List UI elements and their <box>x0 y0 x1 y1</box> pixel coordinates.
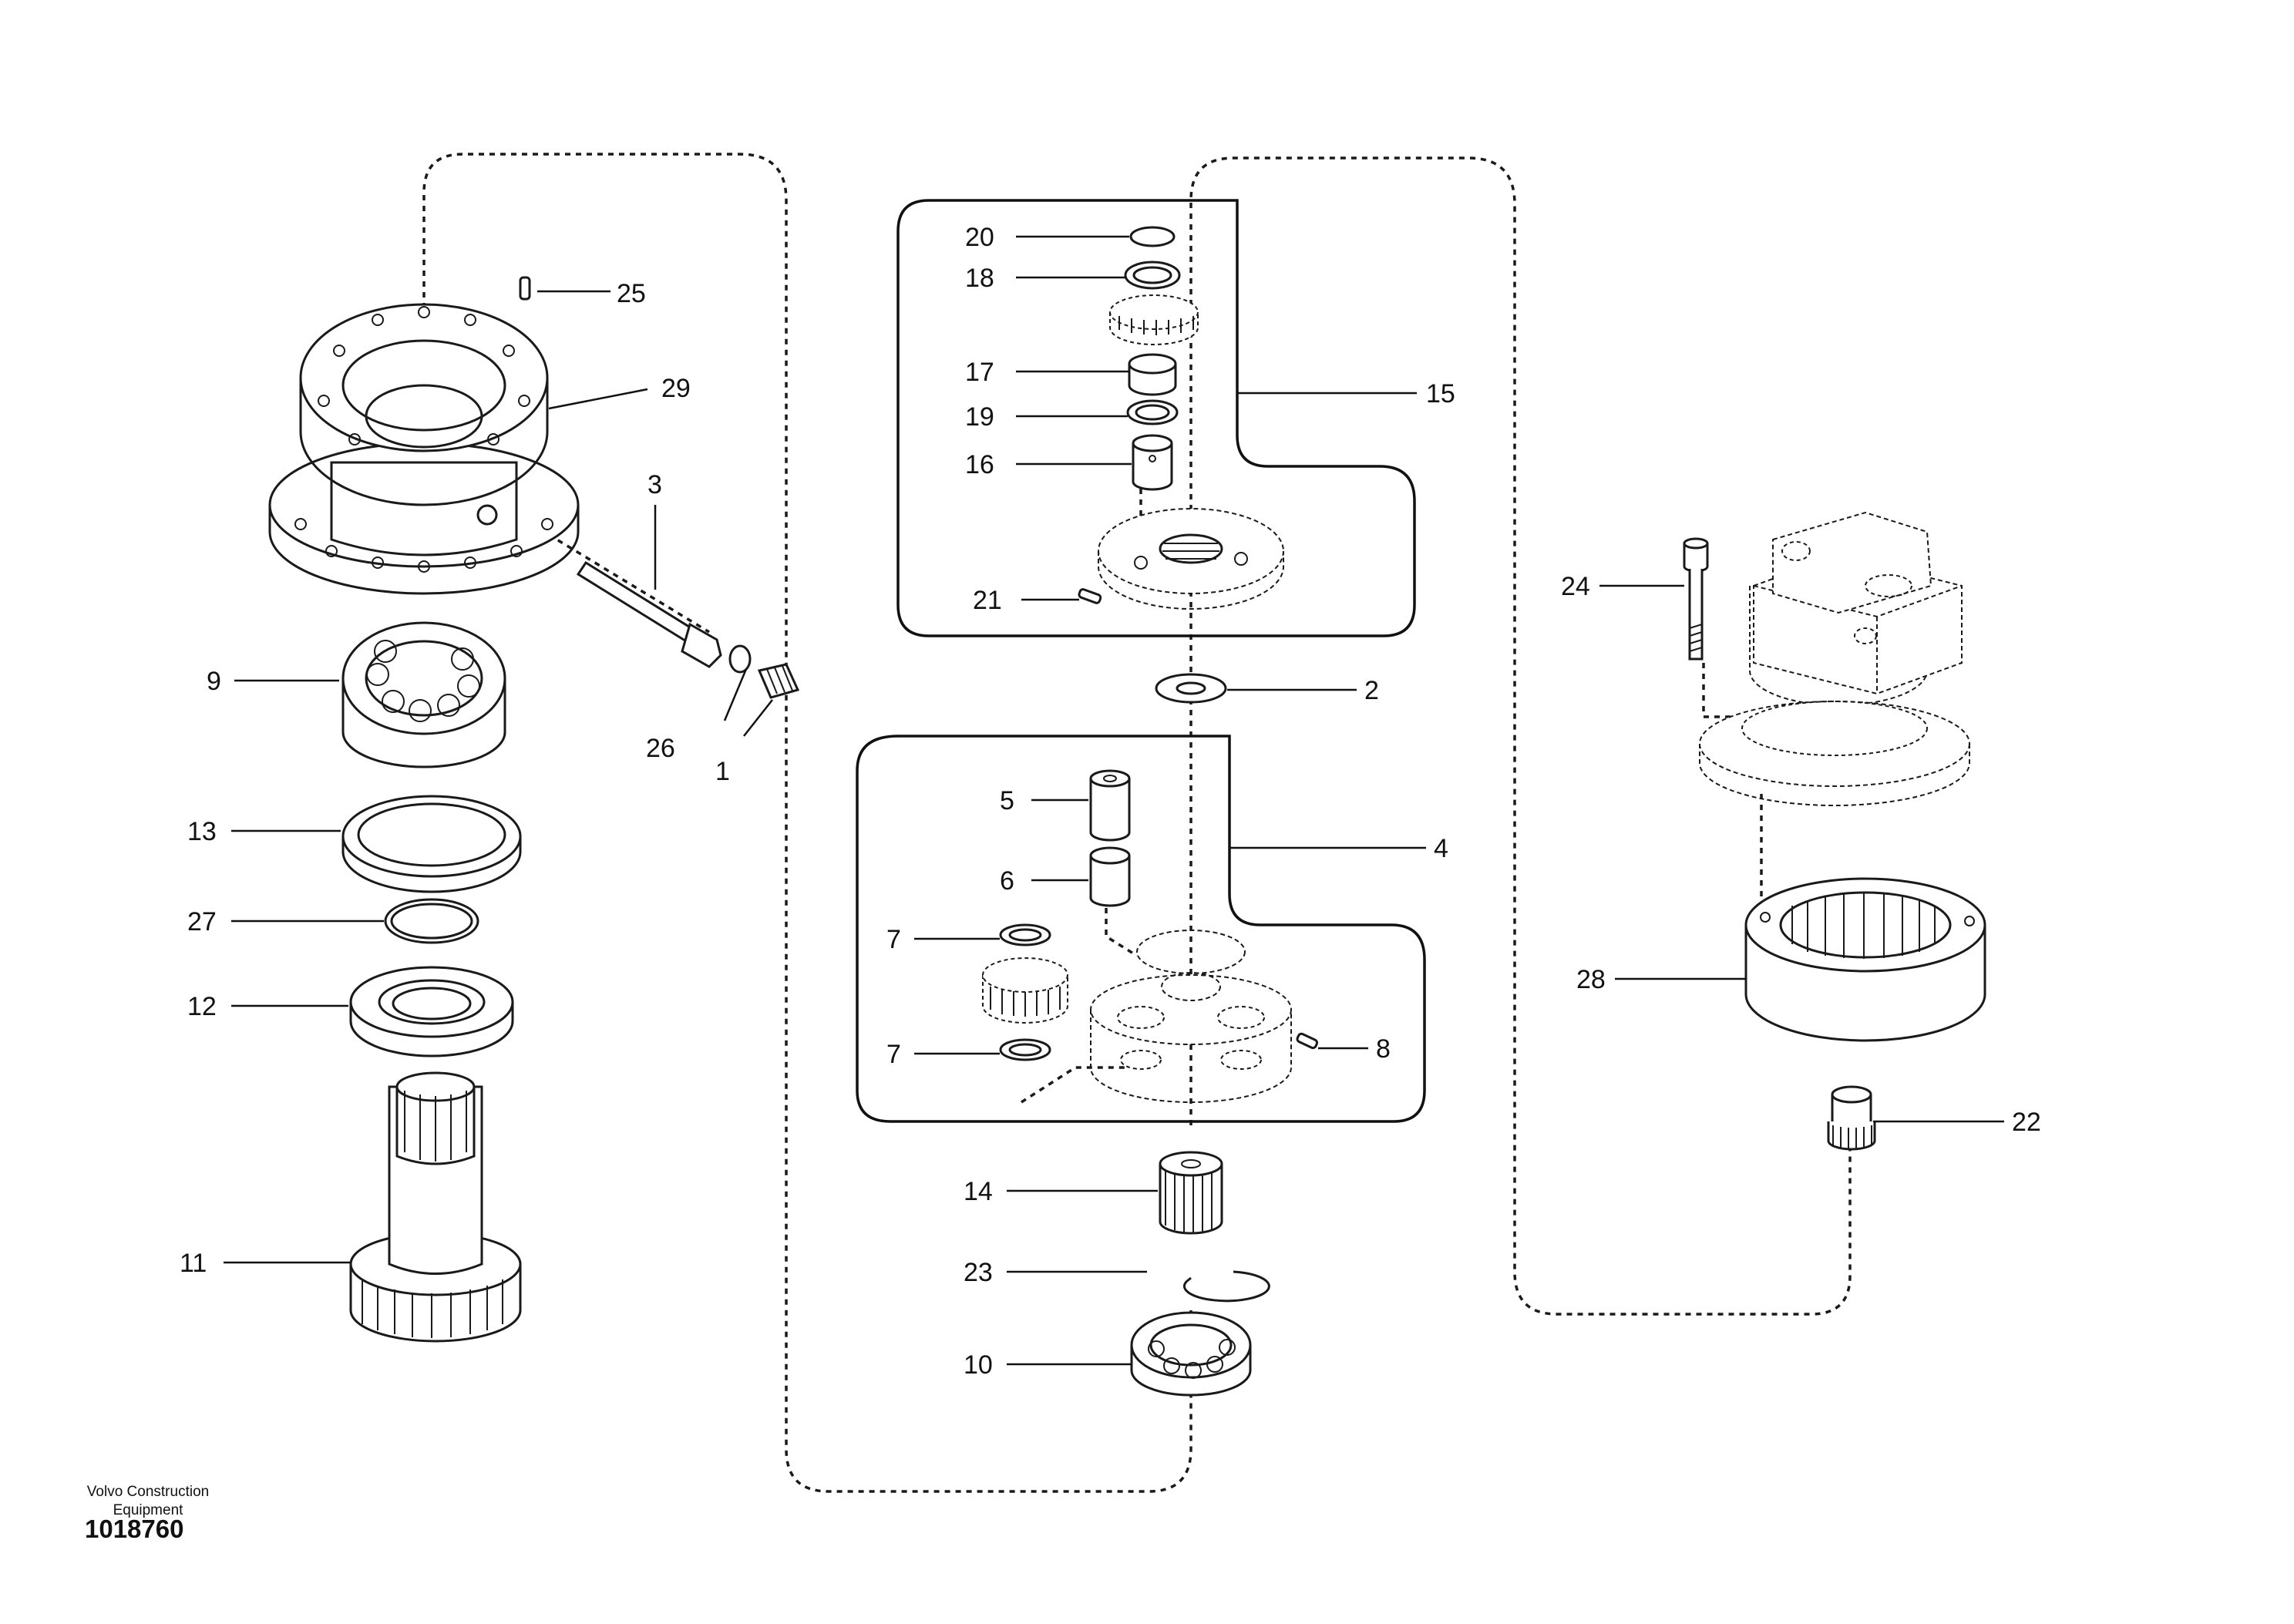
group-box-15 <box>896 199 1416 637</box>
label-11: 11 <box>180 1249 207 1278</box>
shaft-3 <box>576 560 722 668</box>
pin-5 <box>1089 769 1131 842</box>
assembly-path-shaft <box>493 499 710 634</box>
label-13: 13 <box>187 817 217 846</box>
pin-21 <box>1078 588 1102 604</box>
assembly-path-left <box>422 153 1192 1493</box>
carrier-lower <box>1090 930 1292 1103</box>
leader-lines <box>224 235 2004 1366</box>
label-6: 6 <box>1000 866 1014 896</box>
label-29: 29 <box>661 374 691 403</box>
ring-13 <box>341 795 522 893</box>
label-27: 27 <box>187 907 217 936</box>
label-10: 10 <box>964 1350 993 1380</box>
bushing-17 <box>1128 353 1177 396</box>
pin-8 <box>1296 1032 1319 1050</box>
assembly-path-middle <box>1189 156 1852 1316</box>
pinion-shaft-11 <box>349 1071 522 1343</box>
drawing-number: 1018760 <box>85 1515 184 1543</box>
label-5: 5 <box>1000 786 1014 815</box>
pin-25 <box>519 276 531 301</box>
label-20: 20 <box>965 223 994 252</box>
label-23: 23 <box>964 1258 993 1287</box>
assembly-path-carrier <box>1021 1066 1125 1104</box>
callout-labels: 25 29 3 9 26 1 13 27 12 11 20 18 17 19 1… <box>180 223 2041 1380</box>
company-name-line2: Equipment <box>113 1502 183 1518</box>
ring-gear-28 <box>1744 877 1986 1042</box>
washer-26 <box>728 644 752 674</box>
label-7-upper: 7 <box>886 925 901 954</box>
label-28: 28 <box>1576 965 1606 994</box>
planet-gear-lower <box>982 957 1068 1024</box>
label-4: 4 <box>1434 834 1448 863</box>
label-9: 9 <box>207 667 221 696</box>
label-7-lower: 7 <box>886 1040 901 1069</box>
washer-7-lower <box>999 1038 1051 1061</box>
label-2: 2 <box>1364 676 1379 705</box>
bearing-9 <box>341 621 506 768</box>
washer-7-upper <box>999 923 1051 946</box>
label-16: 16 <box>965 450 994 479</box>
sun-gear-14 <box>1159 1151 1223 1235</box>
washer-18 <box>1124 261 1181 290</box>
plug-1 <box>757 663 800 699</box>
swing-motor <box>1699 511 1970 806</box>
group-box-4 <box>856 735 1426 1123</box>
label-17: 17 <box>965 358 994 387</box>
snap-ring-23 <box>1182 1270 1270 1303</box>
label-3: 3 <box>648 470 662 499</box>
label-19: 19 <box>965 402 994 432</box>
carrier-upper <box>1098 508 1284 610</box>
bushing-6 <box>1089 846 1131 907</box>
washer-19 <box>1126 399 1179 425</box>
label-18: 18 <box>965 264 994 293</box>
pinion-22 <box>1827 1085 1876 1151</box>
label-12: 12 <box>187 992 217 1021</box>
snap-ring-20 <box>1129 226 1176 247</box>
label-26: 26 <box>646 734 675 763</box>
label-8: 8 <box>1376 1034 1391 1064</box>
label-15: 15 <box>1426 379 1455 409</box>
label-25: 25 <box>617 279 646 308</box>
label-21: 21 <box>973 586 1002 615</box>
label-14: 14 <box>964 1177 993 1206</box>
thrust-washer-2 <box>1155 673 1227 704</box>
label-22: 22 <box>2012 1108 2041 1137</box>
housing-29 <box>268 303 580 595</box>
label-24: 24 <box>1561 572 1590 601</box>
company-name-line1: Volvo Construction <box>86 1484 210 1500</box>
oring-27 <box>384 898 479 944</box>
bearing-10 <box>1130 1311 1252 1397</box>
bolt-24 <box>1683 537 1709 661</box>
pin-16 <box>1132 434 1173 491</box>
seal-12 <box>349 966 514 1057</box>
planet-gear-upper <box>1109 294 1199 345</box>
label-1: 1 <box>715 757 730 786</box>
